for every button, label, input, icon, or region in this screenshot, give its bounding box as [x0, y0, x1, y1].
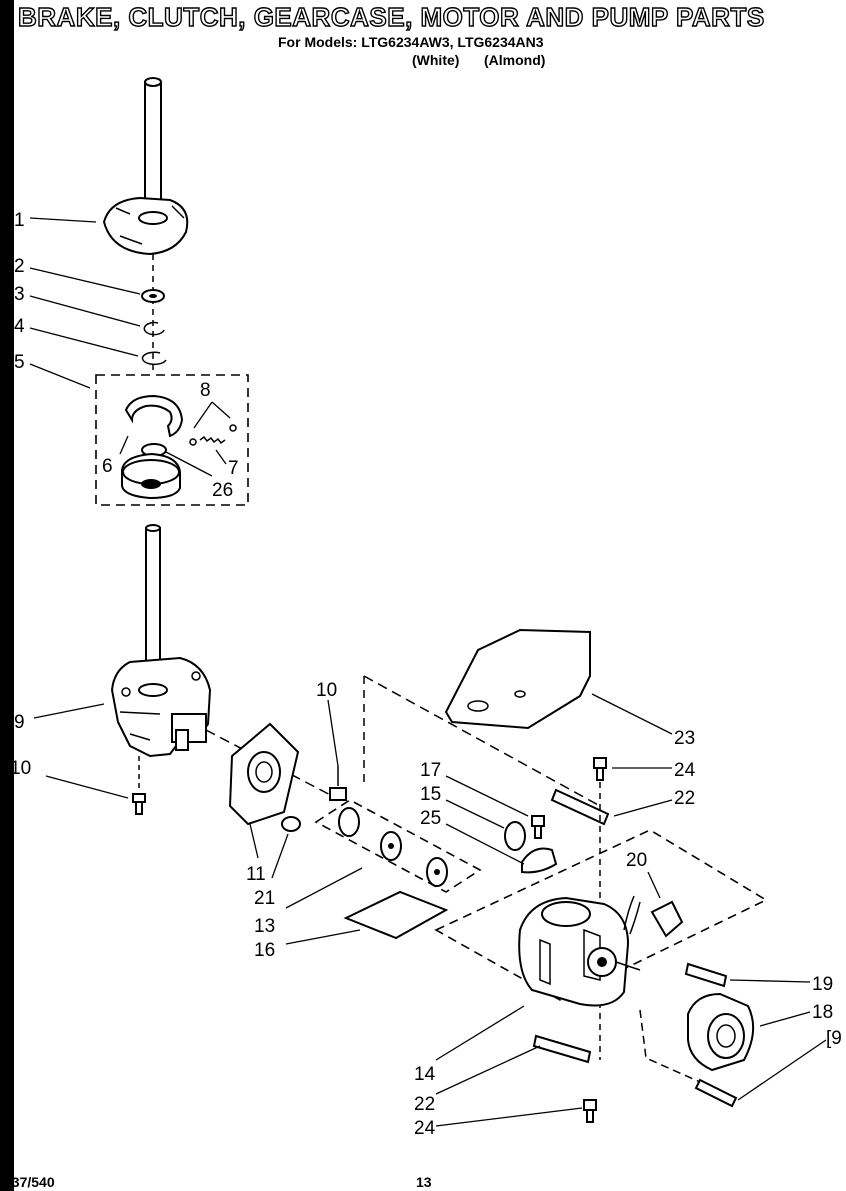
model-numbers: For Models: LTG6234AW3, LTG6234AN3	[278, 34, 544, 50]
switch-part-20	[623, 895, 684, 938]
callout-9: 9	[14, 712, 25, 733]
color-almond-label: (Almond)	[484, 52, 546, 68]
page-number: 13	[416, 1174, 432, 1190]
callout-10-left: 10	[10, 758, 31, 779]
motor-kit-box	[434, 829, 768, 1001]
callout-20: 20	[626, 850, 647, 871]
screw-part-17	[531, 815, 545, 839]
callout-7: 7	[228, 458, 239, 479]
clip-part-22-top	[550, 788, 610, 826]
clutch-band-part-6	[124, 394, 184, 438]
callout-21: 21	[254, 888, 275, 909]
leader-lines	[29, 217, 827, 1127]
callout-2: 2	[14, 256, 25, 277]
binding-edge	[0, 0, 14, 1191]
bracket-part-19	[684, 962, 728, 988]
callout-18: 18	[812, 1002, 833, 1023]
clip-part-22-bottom	[532, 1034, 592, 1064]
clamp-part-25	[521, 847, 558, 874]
clutch-drum-part-26	[121, 443, 181, 500]
retaining-ring-part-4	[141, 351, 167, 366]
callout-16: 16	[254, 940, 275, 961]
callout-14: 14	[414, 1064, 436, 1085]
coupler-kit-box	[314, 799, 482, 893]
screw-part-10-left	[132, 793, 146, 815]
pump-clamp-part-9	[694, 1078, 738, 1108]
capacitor-part-15	[504, 821, 526, 851]
callout-13: 13	[254, 916, 275, 937]
gearcase-part-9	[110, 656, 212, 758]
callout-24-bottom: 24	[414, 1118, 436, 1139]
clutch-spring-part-7	[189, 424, 237, 446]
callout-8: 8	[200, 380, 211, 401]
callout-6: 6	[102, 456, 113, 477]
callout-15: 15	[420, 784, 441, 805]
callout-1: 1	[14, 210, 25, 231]
motor-shield-part-23	[444, 628, 591, 730]
coupler-part-13	[338, 807, 448, 887]
callout-26: 26	[212, 480, 233, 501]
callout-5: 5	[14, 352, 25, 373]
screw-part-24-bottom	[583, 1099, 597, 1123]
document-number: 437/540	[4, 1174, 55, 1190]
callout-25: 25	[420, 808, 441, 829]
callout-23: 23	[674, 728, 695, 749]
pad-part-16	[343, 890, 449, 940]
page-title: BRAKE, CLUTCH, GEARCASE, MOTOR AND PUMP …	[17, 1, 765, 32]
callout-17: 17	[420, 760, 441, 781]
seal-plate	[228, 722, 300, 826]
callout-3: 3	[14, 284, 25, 305]
callout-22-top: 22	[674, 788, 695, 809]
clutch-kit-box	[95, 374, 249, 506]
callout-24-top: 24	[674, 760, 696, 781]
washer-part-2	[141, 289, 165, 303]
callout-22-bottom: 22	[414, 1094, 435, 1115]
color-white-label: (White)	[412, 52, 460, 68]
screw-part-24-top	[593, 757, 607, 781]
callout-4: 4	[14, 316, 25, 337]
pulley-part-10-right	[329, 766, 347, 801]
motor-part-14	[518, 896, 641, 1007]
retaining-ring-part-3	[143, 321, 165, 336]
callout-9-pump: [9	[826, 1028, 842, 1049]
plug-part-11	[281, 816, 301, 832]
callout-11: 11	[246, 864, 266, 885]
callout-19: 19	[812, 974, 833, 995]
pump-part-18	[687, 992, 755, 1072]
callout-10-right: 10	[316, 680, 337, 701]
brake-assembly	[102, 196, 189, 256]
